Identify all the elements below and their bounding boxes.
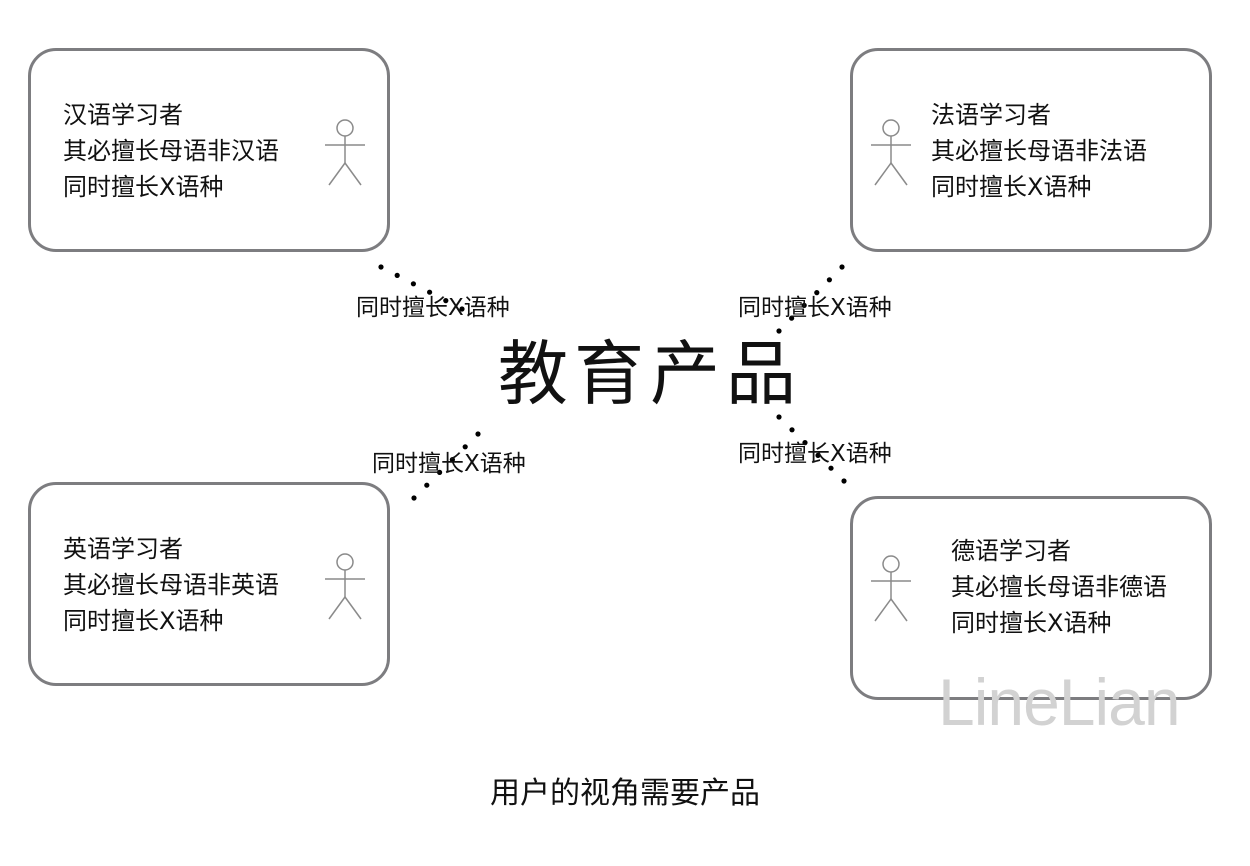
user-role: 英语学习者 xyxy=(63,535,183,563)
connector-dot xyxy=(459,306,465,312)
actor-icon xyxy=(871,555,911,622)
connector-dot xyxy=(462,444,468,450)
actor-icon xyxy=(325,119,365,186)
connector-dot xyxy=(410,281,416,287)
actor-icon xyxy=(871,119,911,186)
connector-dot xyxy=(828,465,834,471)
connector-dot xyxy=(437,469,443,475)
user-box-chinese: 汉语学习者 其必擅长母语非汉语 同时擅长X语种 xyxy=(28,48,390,252)
connector-dot xyxy=(789,315,795,321)
user-role: 法语学习者 xyxy=(931,101,1051,129)
connector-dot xyxy=(776,414,782,420)
connector-dot xyxy=(839,264,845,270)
connector-dot xyxy=(815,452,821,458)
user-skill: 同时擅长X语种 xyxy=(931,173,1092,201)
connector-dot xyxy=(802,440,808,446)
connector-dot xyxy=(841,478,847,484)
user-skill: 同时擅长X语种 xyxy=(951,609,1112,637)
connector-dot xyxy=(427,289,433,295)
connector-dot xyxy=(475,431,481,437)
user-box-english: 英语学习者 其必擅长母语非英语 同时擅长X语种 xyxy=(28,482,390,686)
user-native-language: 其必擅长母语非法语 xyxy=(931,137,1147,165)
center-title: 教育产品 xyxy=(498,333,802,415)
user-role: 德语学习者 xyxy=(951,537,1071,565)
user-skill: 同时擅长X语种 xyxy=(63,173,224,201)
user-box-french: 法语学习者 其必擅长母语非法语 同时擅长X语种 xyxy=(850,48,1212,252)
connector-dot xyxy=(776,328,782,334)
user-box-german: 德语学习者 其必擅长母语非德语 同时擅长X语种 xyxy=(850,496,1212,700)
diagram-caption: 用户的视角需要产品 xyxy=(490,776,760,811)
connector-label-chinese: 同时擅长X语种 xyxy=(356,295,510,321)
connector-dot xyxy=(449,457,455,463)
connector-label-german: 同时擅长X语种 xyxy=(738,441,892,467)
user-native-language: 其必擅长母语非汉语 xyxy=(63,137,279,165)
user-native-language: 其必擅长母语非英语 xyxy=(63,571,279,599)
watermark: LineLian xyxy=(938,665,1181,739)
connector-dot xyxy=(789,427,795,433)
user-box-english-text: 英语学习者 其必擅长母语非英语 同时擅长X语种 xyxy=(63,531,279,639)
connector-dot xyxy=(411,495,417,501)
connector-dot xyxy=(443,298,449,304)
user-skill: 同时擅长X语种 xyxy=(63,607,224,635)
connector-dot xyxy=(424,482,430,488)
connector-dot xyxy=(826,277,833,283)
actor-icon xyxy=(325,553,365,620)
user-box-german-text: 德语学习者 其必擅长母语非德语 同时擅长X语种 xyxy=(951,533,1167,641)
user-role: 汉语学习者 xyxy=(63,101,183,129)
connector-dot xyxy=(801,302,807,308)
user-box-chinese-text: 汉语学习者 其必擅长母语非汉语 同时擅长X语种 xyxy=(63,97,279,205)
user-box-french-text: 法语学习者 其必擅长母语非法语 同时擅长X语种 xyxy=(931,97,1147,205)
connector-dot xyxy=(378,264,384,270)
user-native-language: 其必擅长母语非德语 xyxy=(951,573,1167,601)
connector-label-french: 同时擅长X语种 xyxy=(738,295,892,321)
connector-dot xyxy=(394,272,400,278)
connector-dot xyxy=(814,290,820,296)
connector-label-english: 同时擅长X语种 xyxy=(372,451,526,477)
